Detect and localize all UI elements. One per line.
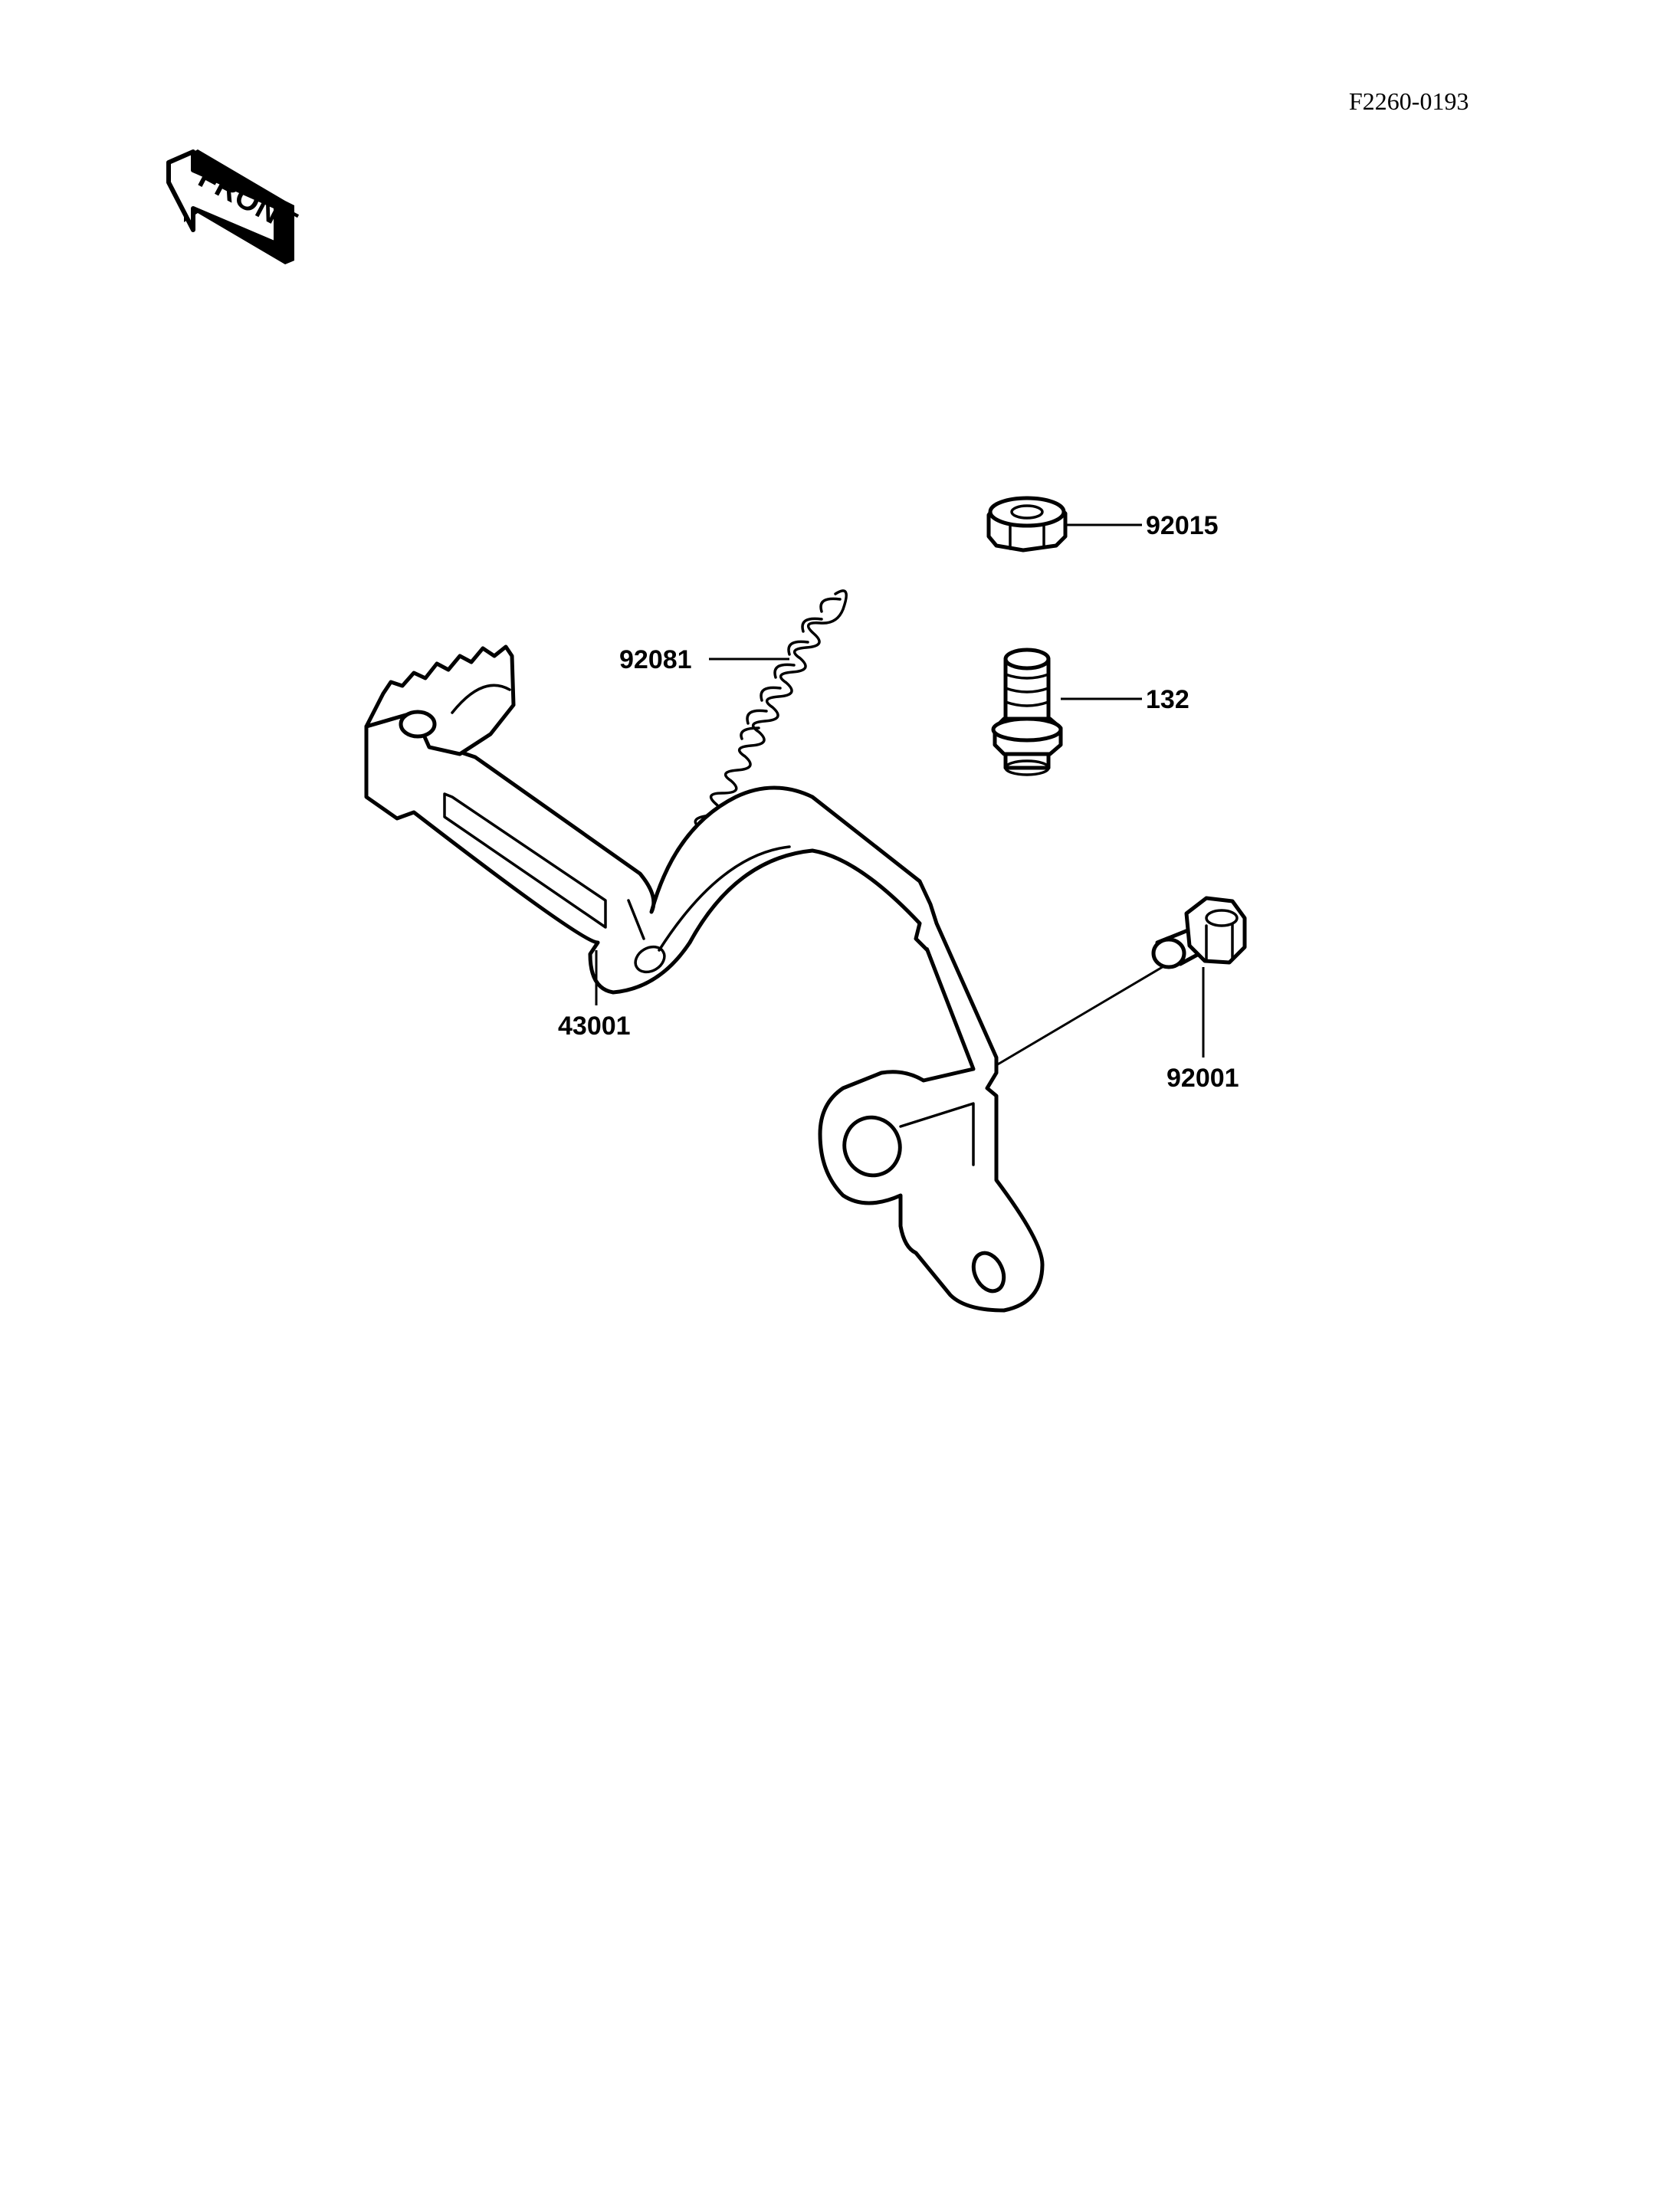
- front-arrow-icon: FRONT: [166, 149, 302, 264]
- nut-92015: [986, 496, 1068, 553]
- stopper-bolt-92001: [1151, 896, 1247, 969]
- pivot-bolt-132: [991, 648, 1063, 776]
- leader-92001-stop: [996, 964, 1166, 1067]
- spring-92081: [691, 589, 848, 842]
- brake-pedal-43001: [364, 644, 1045, 1313]
- callout-132: 132: [1146, 685, 1189, 714]
- callout-92015: 92015: [1146, 511, 1219, 540]
- drawing-code: F2260-0193: [1349, 87, 1468, 115]
- callout-43001: 43001: [558, 1012, 631, 1041]
- callout-92081: 92081: [619, 645, 692, 674]
- callout-92001: 92001: [1166, 1064, 1239, 1093]
